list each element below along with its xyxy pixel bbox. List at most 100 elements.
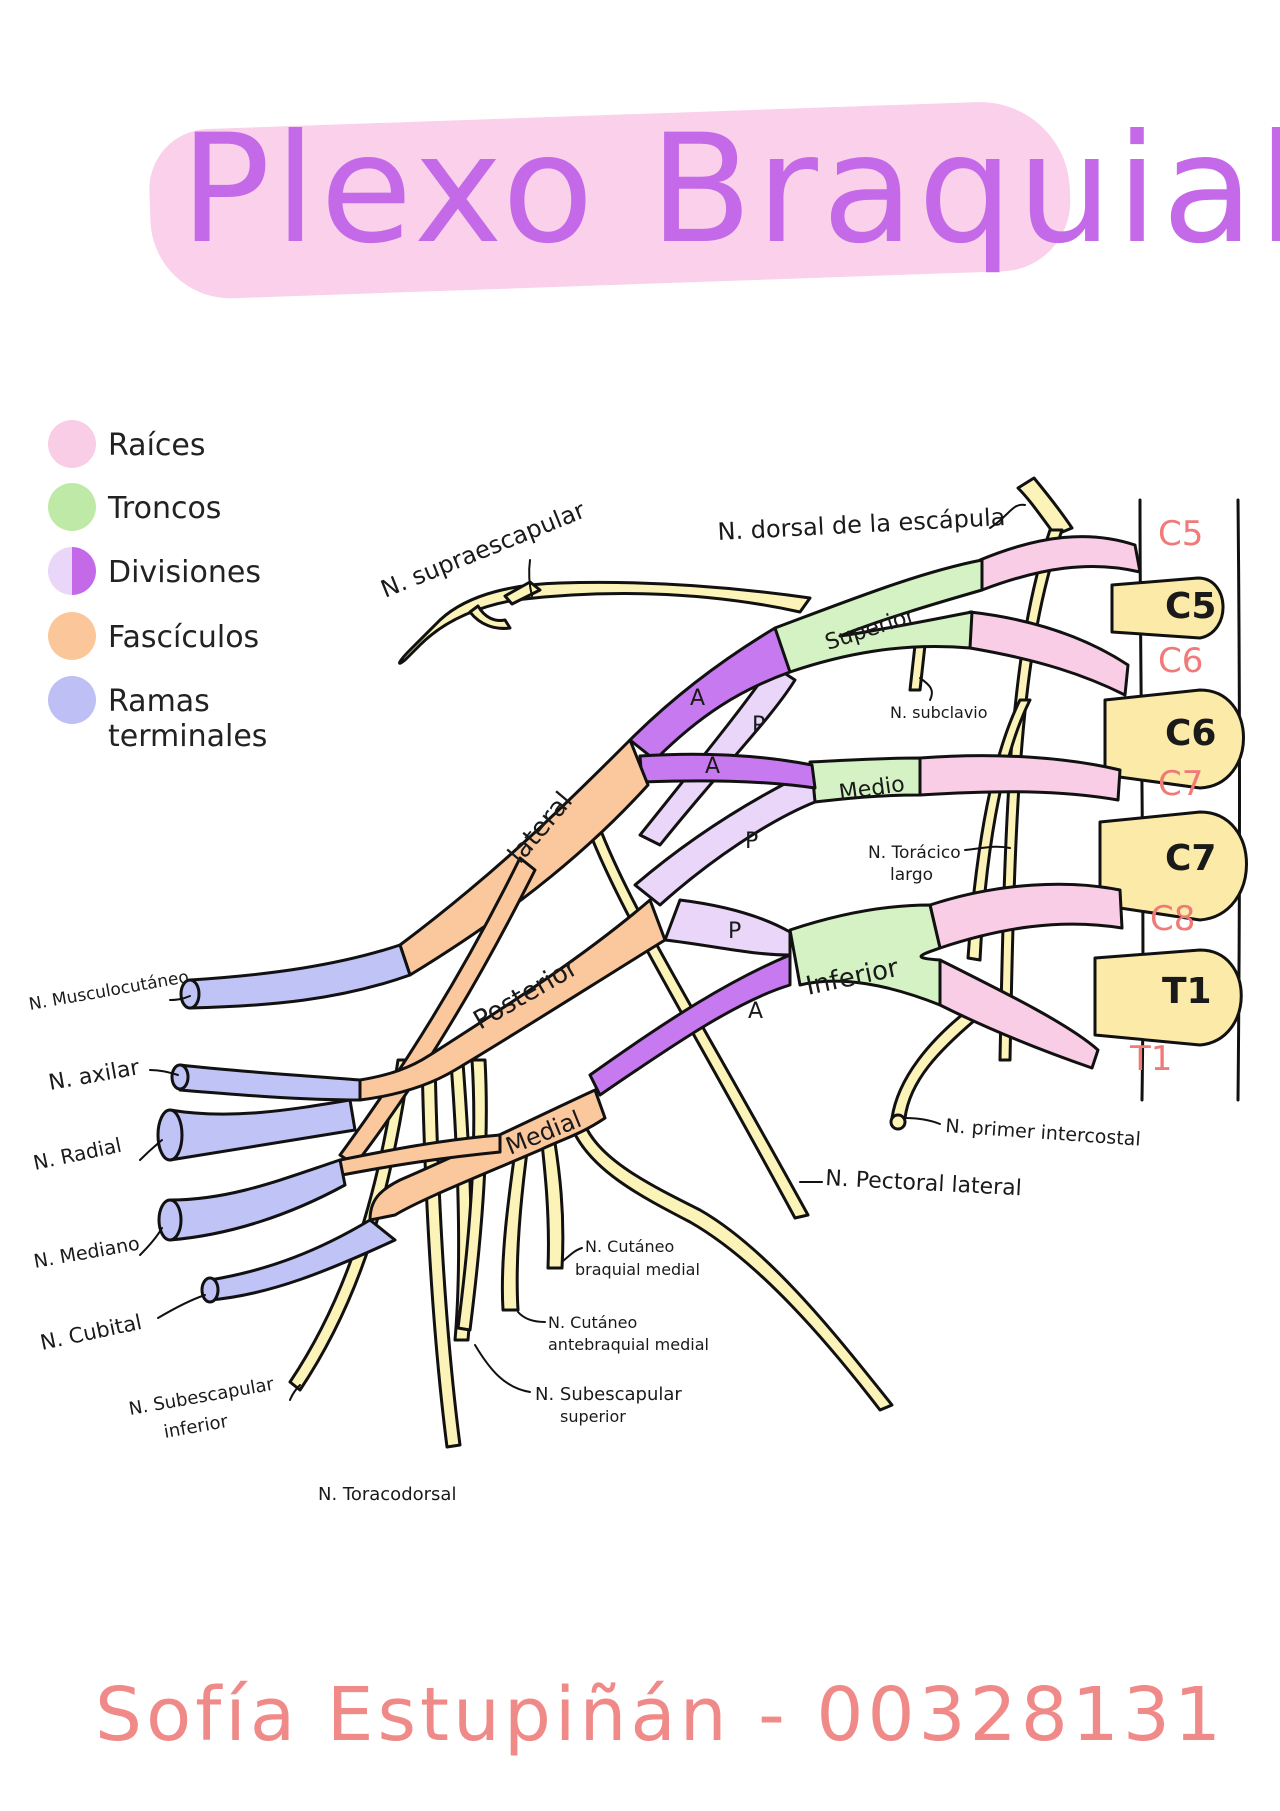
division-label-p2: P bbox=[745, 829, 758, 854]
label-musculocutaneo: N. Musculocutáneo bbox=[27, 967, 190, 1015]
legend-label: Troncos bbox=[108, 491, 222, 526]
legend-swatch bbox=[48, 483, 96, 531]
leader-primer-intercostal bbox=[904, 1117, 941, 1125]
division-label-p1: P bbox=[752, 713, 765, 738]
root-c7 bbox=[918, 754, 1122, 802]
label-subescapular-superior-2: superior bbox=[560, 1407, 626, 1426]
label-subescapular-inferior-1: N. Subescapular bbox=[127, 1374, 276, 1420]
terminal-radial bbox=[168, 1098, 357, 1162]
nerve-primer-intercostal bbox=[890, 1008, 977, 1120]
terminal-end-radial bbox=[156, 1108, 184, 1162]
trunk-medio bbox=[808, 756, 922, 804]
leader-dorsal-escapula bbox=[989, 503, 1026, 529]
label-cubital: N. Cubital bbox=[38, 1310, 144, 1355]
vertebra-t1 bbox=[1093, 948, 1243, 1047]
trunk-inferior bbox=[788, 903, 942, 1007]
division-anterior-medio bbox=[638, 752, 817, 790]
vertebra-c5 bbox=[1110, 576, 1225, 640]
root-t1 bbox=[938, 958, 1100, 1070]
terminal-end-musculocutaneo bbox=[179, 978, 201, 1010]
label-mediano: N. Mediano bbox=[32, 1233, 141, 1273]
roots bbox=[918, 535, 1142, 1070]
leader-radial bbox=[139, 1139, 163, 1161]
fascicles bbox=[338, 738, 667, 1222]
nerve-toracico-lateral-lower bbox=[570, 1123, 894, 1412]
terminal-cubital bbox=[208, 1218, 397, 1302]
root-label-c7: C7 bbox=[1158, 764, 1203, 804]
vertebra-label-c6: C6 bbox=[1165, 713, 1216, 754]
page-title: Plexo Braquial bbox=[180, 103, 1280, 277]
label-axilar: N. axilar bbox=[47, 1055, 143, 1096]
legend-label: Ramas terminales bbox=[108, 684, 268, 754]
root-label-t1: T1 bbox=[1129, 1039, 1172, 1079]
leader-subescapular-superior bbox=[474, 1344, 531, 1393]
leader-axilar bbox=[149, 1069, 179, 1076]
vertebra-label-c5: C5 bbox=[1165, 586, 1216, 627]
label-subclavio: N. subclavio bbox=[890, 703, 988, 722]
leader-supraescapular bbox=[528, 559, 533, 597]
nerve-supraescapular-branch bbox=[503, 580, 542, 606]
vertebra-label-c7: C7 bbox=[1165, 838, 1216, 879]
terminal-end-cubital bbox=[200, 1276, 220, 1304]
division-label-a3: A bbox=[748, 999, 763, 1024]
label-cutaneo-braquial-2: braquial medial bbox=[575, 1260, 700, 1279]
leader-subescapular-inferior bbox=[289, 1384, 301, 1401]
leader-mediano bbox=[139, 1227, 163, 1256]
nerve-toracico-largo bbox=[998, 528, 1064, 1062]
label-toracico-largo-1: N. Torácico bbox=[868, 843, 961, 863]
label-pectoral-lateral: N. Pectoral lateral bbox=[825, 1166, 1023, 1201]
legend-item-ramas-terminales: Ramas terminales bbox=[48, 672, 378, 754]
terminal-axilar bbox=[178, 1063, 362, 1102]
legend-label: Raíces bbox=[108, 428, 206, 463]
legend-item-fasciculos: Fascículos bbox=[48, 608, 378, 668]
leader-cutaneo-antebraquial bbox=[517, 1311, 546, 1323]
label-cutaneo-antebraquial-1: N. Cutáneo bbox=[548, 1313, 637, 1332]
nerve-supraescapular-hook bbox=[468, 604, 512, 630]
division-anterior-inferior bbox=[588, 953, 792, 1097]
root-label-c5: C5 bbox=[1158, 514, 1203, 554]
root-c8 bbox=[928, 882, 1124, 950]
label-radial: N. Radial bbox=[31, 1133, 123, 1175]
division-label-a2: A bbox=[705, 754, 720, 779]
terminal-end-axilar bbox=[170, 1063, 190, 1091]
legend-label: Fascículos bbox=[108, 620, 260, 655]
author-signature: Sofía Estupiñán - 00328131 bbox=[95, 1672, 1226, 1758]
nerve-cutaneo-antebraquial bbox=[500, 1128, 532, 1312]
leader-musculocutaneo bbox=[169, 995, 191, 1001]
legend-swatch bbox=[48, 420, 96, 468]
legend-label: Divisiones bbox=[108, 555, 261, 590]
division-anterior-superior bbox=[628, 626, 792, 762]
vertebra-c7 bbox=[1098, 810, 1248, 922]
leader-cubital bbox=[157, 1294, 206, 1319]
nerve-end-intercostal bbox=[889, 1113, 907, 1131]
root-label-c8: C8 bbox=[1150, 899, 1195, 939]
label-primer-intercostal: N. primer intercostal bbox=[945, 1115, 1142, 1151]
label-cutaneo-antebraquial-2: antebraquial medial bbox=[548, 1335, 709, 1354]
title-block: Plexo Braquial bbox=[140, 95, 1280, 302]
trunk-superior bbox=[770, 558, 984, 674]
division-label-p3: P bbox=[728, 919, 741, 944]
vertebra-c6 bbox=[1103, 688, 1245, 790]
label-toracodorsal: N. Toracodorsal bbox=[318, 1484, 456, 1505]
legend-item-divisiones: Divisiones bbox=[48, 543, 378, 603]
vertebrae bbox=[1093, 576, 1248, 1047]
legend-swatch bbox=[48, 676, 96, 724]
root-c5 bbox=[978, 535, 1142, 592]
nerve-supraescapular bbox=[398, 580, 812, 665]
terminal-end-mediano bbox=[157, 1198, 183, 1242]
legend-item-troncos: Troncos bbox=[48, 479, 378, 539]
nerve-dorsal-escapula bbox=[1016, 476, 1074, 537]
terminal-musculocutaneo bbox=[188, 943, 412, 1010]
label-dorsal-escapula: N. dorsal de la escápula bbox=[717, 503, 1006, 546]
legend-item-raices: Raíces bbox=[48, 416, 378, 476]
nerve-subclavio bbox=[908, 643, 927, 692]
legend-swatch bbox=[48, 612, 96, 660]
label-subescapular-inferior-2: inferior bbox=[162, 1411, 230, 1443]
root-label-c6: C6 bbox=[1158, 641, 1203, 681]
nerve-cutaneo-braquial bbox=[538, 1123, 565, 1270]
label-cutaneo-braquial-1: N. Cutáneo bbox=[585, 1237, 674, 1256]
label-subescapular-superior-1: N. Subescapular bbox=[535, 1384, 682, 1405]
trunks bbox=[770, 558, 984, 1007]
leader-subclavio bbox=[919, 677, 933, 701]
